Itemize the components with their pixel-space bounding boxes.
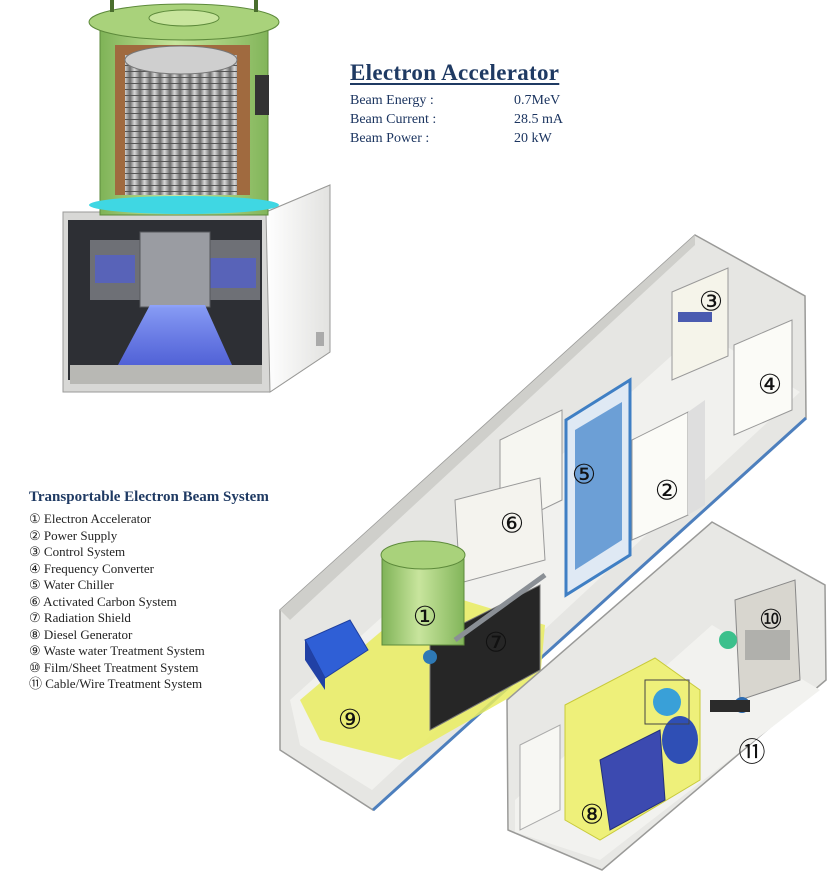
callout-1: ①	[412, 601, 438, 633]
insulating-ring	[89, 196, 279, 214]
callout-4: ④	[757, 369, 783, 401]
reel-left	[719, 631, 737, 649]
callout-7: ⑦	[483, 627, 509, 659]
legend-item: ② Power Supply	[29, 527, 118, 543]
legend-item: ⑤ Water Chiller	[29, 577, 114, 592]
generator-motor	[662, 716, 698, 764]
callout-10: ⑩	[758, 604, 784, 636]
callout-11: ⑪	[738, 737, 766, 769]
callout-6: ⑥	[499, 508, 525, 540]
cable-drive	[710, 700, 750, 712]
spec-label: Beam Energy :	[350, 93, 434, 108]
callout-8: ⑧	[579, 799, 605, 831]
legend-item: ⑧ Diesel Generator	[29, 626, 133, 642]
wastewater-tank-side	[305, 640, 325, 690]
spec-value: 20 kW	[514, 131, 552, 146]
legend-title: Transportable Electron Beam System	[29, 489, 269, 505]
fan	[653, 688, 681, 716]
frequency-converter-box	[733, 319, 793, 436]
legend-item: ④ Frequency Converter	[29, 560, 155, 576]
control-cabinet	[671, 267, 729, 381]
water-chiller-door	[575, 402, 622, 570]
callout-3: ③	[698, 286, 724, 318]
magnet-right	[210, 258, 256, 288]
diesel-generator	[599, 729, 666, 831]
legend-item: ⑩ Film/Sheet Treatment System	[29, 659, 199, 675]
cabinet-side	[265, 184, 331, 393]
vessel-panel	[255, 75, 269, 115]
cabinet-floor	[70, 365, 262, 384]
component-legend: ① Electron Accelerator ② Power Supply ③ …	[29, 511, 205, 693]
callout-5: ⑤	[571, 459, 597, 491]
cabinet-handle	[316, 332, 324, 346]
aux-cabinet	[519, 724, 561, 831]
accelerator-title: Electron Accelerator	[350, 60, 560, 85]
fan-frame	[644, 679, 690, 725]
spec-row-beam-current: Beam Current : 28.5 mA	[350, 110, 563, 129]
roller-assembly	[745, 630, 790, 660]
container-accelerator	[381, 554, 465, 646]
power-supply-side	[688, 400, 705, 515]
legend-item: ⑪ Cable/Wire Treatment System	[29, 676, 203, 691]
electron-beam	[118, 305, 232, 365]
legend-item: ⑥ Activated Carbon System	[29, 593, 177, 609]
legend-item: ① Electron Accelerator	[29, 511, 152, 526]
legend-item: ③ Control System	[29, 544, 126, 559]
spec-table: Beam Energy : 0.7MeV Beam Current : 28.5…	[350, 91, 563, 148]
feed-pipe	[453, 572, 547, 643]
hv-terminal-dome	[124, 45, 238, 75]
spec-label: Beam Current :	[350, 112, 437, 127]
legend-item: ⑨ Waste water Treatment System	[29, 643, 205, 658]
spec-label: Beam Power :	[350, 131, 430, 146]
hv-coil-stack	[125, 55, 237, 195]
legend-item: ⑦ Radiation Shield	[29, 610, 131, 625]
container-top-rail	[280, 235, 695, 620]
spec-value: 28.5 mA	[514, 112, 563, 127]
callout-9: ⑨	[337, 704, 363, 736]
wastewater-tank	[304, 619, 369, 679]
magnet-left	[95, 255, 135, 283]
spec-row-beam-power: Beam Power : 20 kW	[350, 129, 563, 148]
control-panel-strip	[678, 312, 712, 322]
callout-2: ②	[654, 475, 680, 507]
secondary-container	[506, 521, 827, 871]
main-container	[279, 234, 808, 812]
spec-row-beam-energy: Beam Energy : 0.7MeV	[350, 91, 563, 110]
pump	[423, 650, 437, 664]
container-base-edge	[371, 416, 808, 812]
lid-boss	[148, 9, 220, 27]
container-accelerator-lid	[380, 540, 466, 570]
scan-horn	[139, 231, 211, 308]
accelerator-cutaway	[62, 0, 331, 393]
spec-value: 0.7MeV	[514, 93, 561, 108]
